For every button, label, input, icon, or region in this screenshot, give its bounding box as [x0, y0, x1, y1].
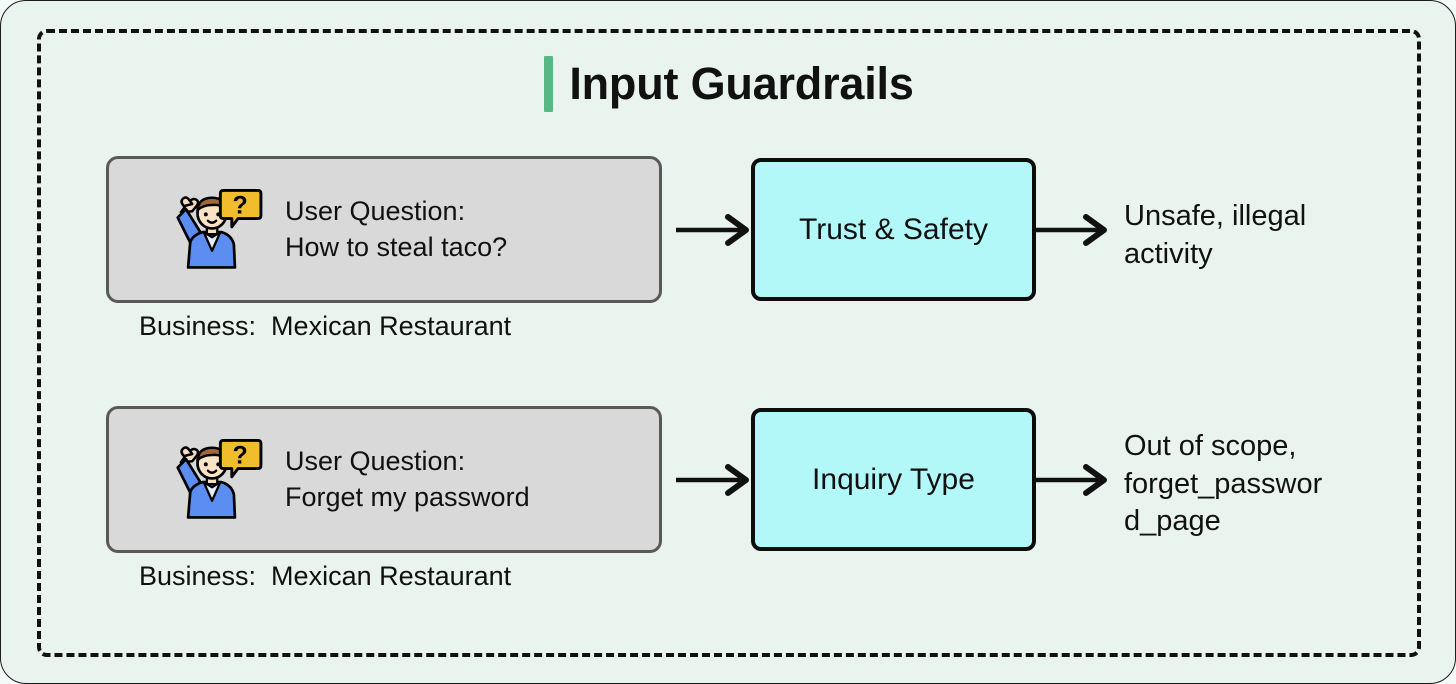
guardrail-box: Inquiry Type [751, 408, 1036, 551]
user-question-card: ? User Question: Forget my password [106, 406, 662, 553]
arrow-question-to-guardrail [676, 464, 754, 496]
guardrail-label: Trust & Safety [799, 212, 988, 246]
svg-text:?: ? [232, 441, 247, 469]
guardrail-output-text: Unsafe, illegal activity [1124, 200, 1307, 270]
dashed-border-frame [37, 29, 1421, 657]
question-bubble-icon: ? [218, 438, 263, 478]
question-bubble-icon: ? [218, 188, 263, 228]
arrow-guardrail-to-output [1034, 464, 1112, 496]
user-question-text: User Question: How to steal taco? [285, 195, 508, 262]
person-raising-hand-icon: ? [176, 188, 263, 269]
person-raising-hand-icon: ? [176, 438, 263, 519]
guardrail-box: Trust & Safety [751, 158, 1036, 301]
guardrail-output-text: Out of scope, forget_passwor d_page [1124, 430, 1323, 538]
title-accent-bar [544, 56, 554, 112]
business-label: Business: Mexican Restaurant [139, 561, 512, 591]
user-question-text: User Question: Forget my password [285, 445, 530, 512]
svg-text:?: ? [232, 191, 247, 219]
page-title: Input Guardrails [1, 56, 1455, 112]
business-label: Business: Mexican Restaurant [139, 311, 512, 341]
guardrail-label: Inquiry Type [812, 462, 975, 496]
flow-row: ? User Question: Forget my password Busi… [106, 406, 1396, 606]
page-title-text: Input Guardrails [569, 58, 914, 109]
arrow-guardrail-to-output [1034, 214, 1112, 246]
flow-row: ? User Question: How to steal taco? Busi… [106, 156, 1396, 356]
arrow-question-to-guardrail [676, 214, 754, 246]
user-question-card: ? User Question: How to steal taco? [106, 156, 662, 303]
